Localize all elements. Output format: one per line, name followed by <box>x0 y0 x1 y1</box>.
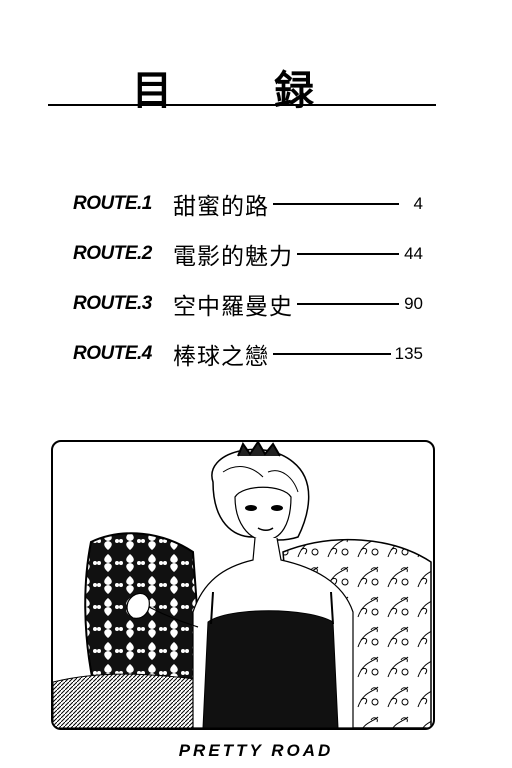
route-label: ROUTE.2 <box>73 243 152 264</box>
leader-line <box>273 353 391 355</box>
chapter-title: 甜蜜的路 <box>173 194 269 220</box>
page-number: 44 <box>404 244 423 263</box>
footer-title: PRETTY ROAD <box>178 741 334 760</box>
page-number: 90 <box>404 294 423 313</box>
toc-entry[interactable]: ROUTE.2 電影的魅力 44 <box>73 238 423 270</box>
toc-entry[interactable]: ROUTE.3 空中羅曼史 90 <box>73 288 423 320</box>
leader-line <box>297 253 399 255</box>
page-title: 目 録 <box>132 68 358 114</box>
toc-entry[interactable]: ROUTE.1 甜蜜的路 4 <box>73 188 423 220</box>
toc-entry[interactable]: ROUTE.4 棒球之戀 135 <box>73 338 423 370</box>
woman-illustration-icon <box>53 442 432 728</box>
leader-line <box>297 303 399 305</box>
chapter-title: 棒球之戀 <box>173 344 269 370</box>
manga-illustration <box>51 440 435 730</box>
page-number: 4 <box>413 194 423 213</box>
route-label: ROUTE.4 <box>73 343 152 364</box>
chapter-title: 空中羅曼史 <box>173 294 293 320</box>
route-label: ROUTE.3 <box>73 293 152 314</box>
route-label: ROUTE.1 <box>73 193 152 214</box>
chapter-title: 電影的魅力 <box>173 244 293 270</box>
leader-line <box>273 203 399 205</box>
page-number: 135 <box>394 344 423 363</box>
title-divider <box>48 104 436 106</box>
